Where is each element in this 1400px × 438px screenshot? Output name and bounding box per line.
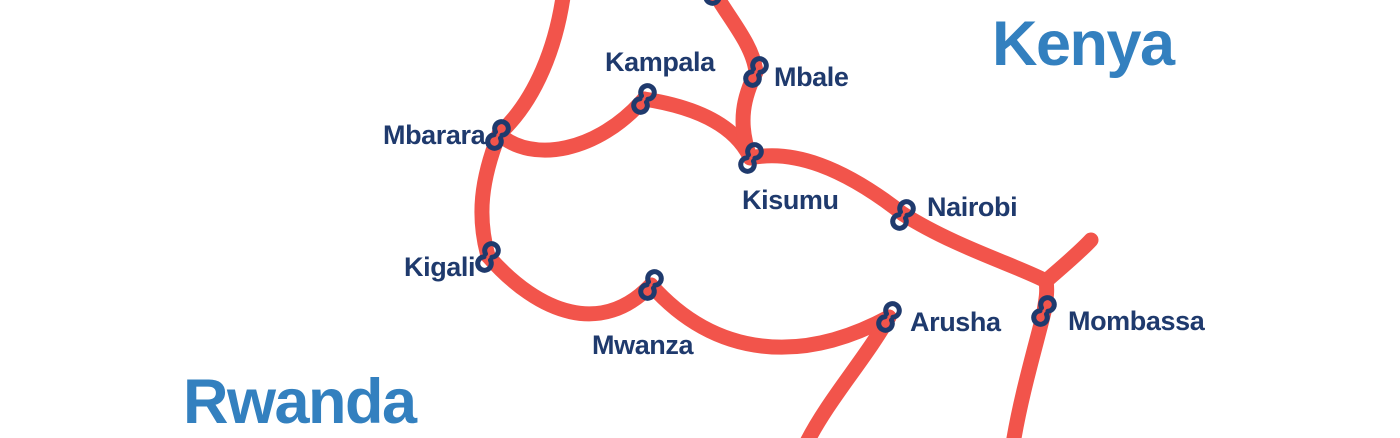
chain-link-icon bbox=[482, 241, 501, 260]
city-label-mbarara: Mbarara bbox=[383, 120, 487, 150]
chain-link-icon bbox=[876, 314, 895, 333]
city-label-arusha: Arusha bbox=[910, 307, 1002, 337]
city-marker-kigali bbox=[475, 241, 501, 273]
route-mbarara-kampala bbox=[491, 91, 652, 158]
city-marker-kisumu bbox=[738, 142, 764, 174]
route-mbarara-kigali bbox=[474, 126, 507, 264]
chain-link-icon bbox=[738, 155, 757, 174]
route-north-into-mbale bbox=[710, 0, 764, 80]
chain-link-icon bbox=[631, 96, 650, 115]
route-kisumu-nairobi bbox=[742, 148, 911, 222]
chain-link-icon bbox=[475, 254, 494, 273]
city-marker-mombassa bbox=[1031, 295, 1057, 327]
city-marker-kampala bbox=[631, 83, 657, 115]
city-marker-arusha bbox=[876, 301, 902, 333]
chain-link-icon bbox=[645, 269, 664, 288]
chain-link-icon bbox=[897, 199, 916, 218]
chain-link-icon bbox=[890, 212, 909, 231]
route-kigali-mwanza bbox=[480, 248, 659, 322]
chain-link-icon bbox=[703, 0, 721, 6]
chain-link-icon bbox=[1038, 295, 1057, 314]
city-label-kampala: Kampala bbox=[605, 47, 716, 77]
route-north-into-mbarara bbox=[491, 0, 571, 142]
city-marker-off-map-north bbox=[703, 0, 721, 6]
route-junction-northeast-stub bbox=[1038, 232, 1099, 289]
city-label-kisumu: Kisumu bbox=[742, 185, 839, 215]
city-marker-mbale bbox=[743, 56, 769, 88]
route-junction-mombassa-coast bbox=[1006, 273, 1055, 438]
city-label-kigali: Kigali bbox=[404, 252, 475, 282]
city-label-nairobi: Nairobi bbox=[927, 192, 1017, 222]
city-label-mombassa: Mombassa bbox=[1068, 306, 1206, 336]
city-markers bbox=[475, 0, 1057, 333]
city-marker-mwanza bbox=[638, 269, 664, 301]
route-nairobi-mombassa-junction bbox=[895, 206, 1054, 289]
city-label-mbale: Mbale bbox=[774, 62, 849, 92]
chain-link-icon bbox=[743, 69, 762, 88]
chain-link-icon bbox=[638, 83, 657, 102]
chain-link-icon bbox=[1031, 308, 1050, 327]
country-label-kenya: Kenya bbox=[992, 9, 1176, 79]
city-marker-nairobi bbox=[890, 199, 916, 231]
chain-link-icon bbox=[638, 282, 657, 301]
route-kampala-kisumu-junction bbox=[636, 91, 758, 165]
city-label-mwanza: Mwanza bbox=[592, 330, 695, 360]
chain-link-icon bbox=[883, 301, 902, 320]
route-mwanza-arusha bbox=[643, 277, 897, 355]
chain-link-icon bbox=[492, 119, 511, 138]
chain-link-icon bbox=[750, 56, 769, 75]
chain-link-icon bbox=[485, 132, 504, 151]
country-label-rwanda: Rwanda bbox=[183, 367, 418, 437]
city-marker-mbarara bbox=[485, 119, 511, 151]
chain-link-icon bbox=[745, 142, 764, 161]
